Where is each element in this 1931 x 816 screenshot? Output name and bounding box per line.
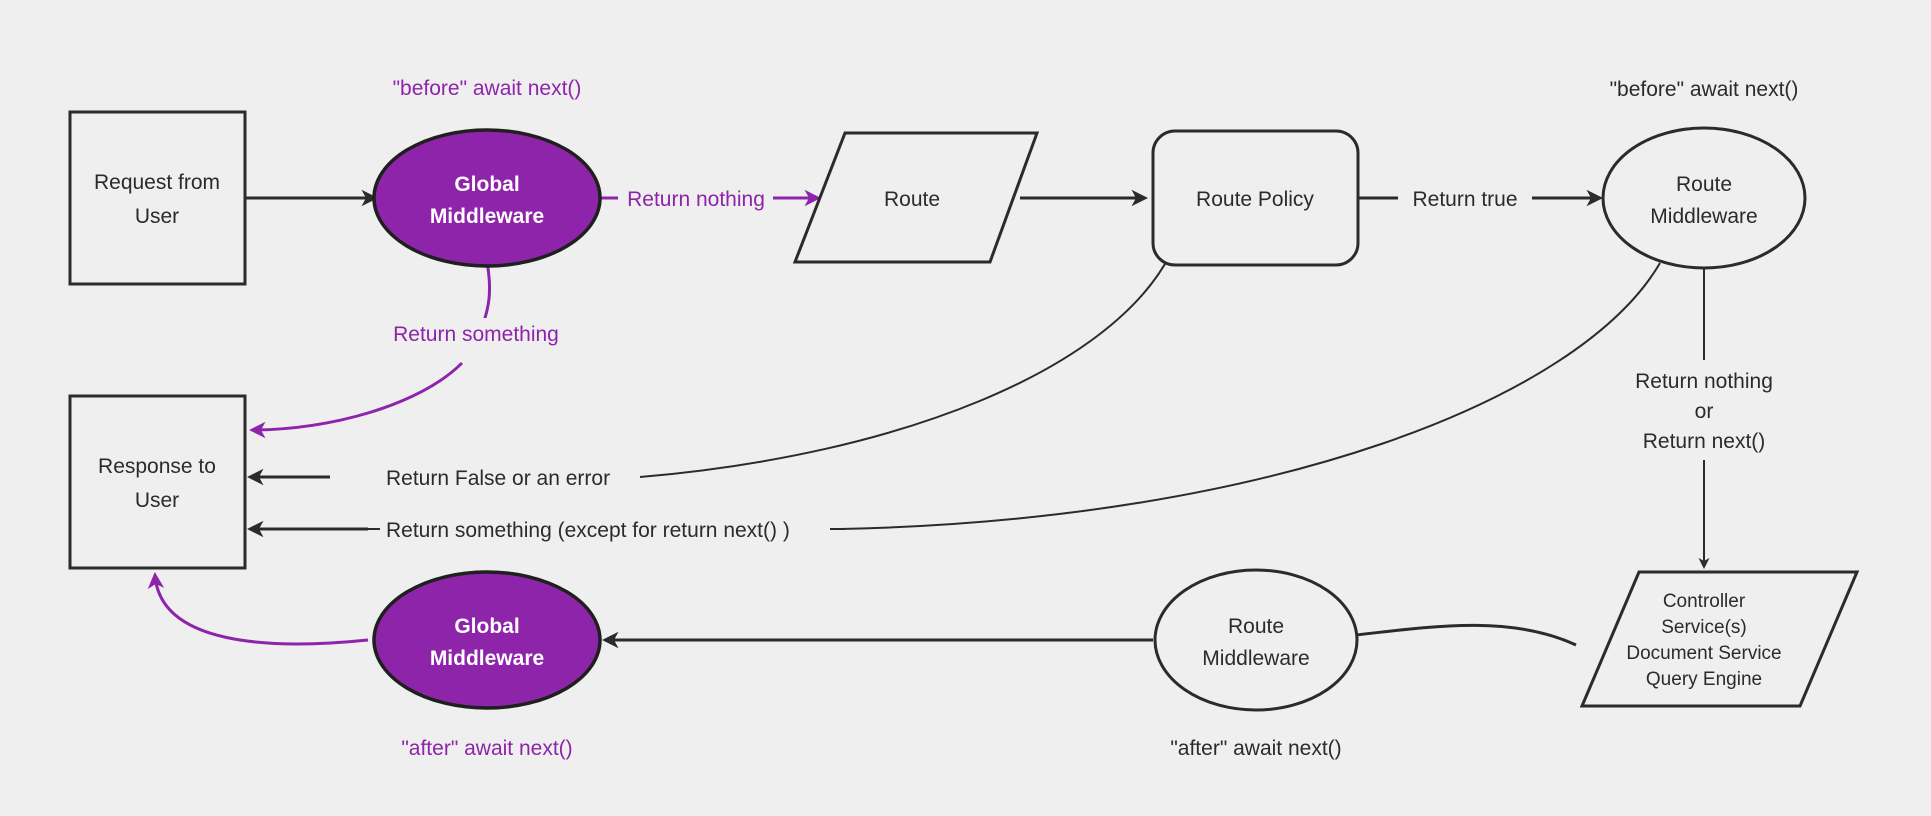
edge-label-return-nothing: Return nothing: [627, 188, 765, 211]
response-to-user-line2: User: [135, 489, 179, 512]
request-from-user-line1: Request from: [94, 171, 220, 194]
annotation-before-route: "before" await next(): [1610, 78, 1799, 101]
edge-label-return-something: Return something: [393, 323, 559, 346]
node-response-to-user[interactable]: Response to User: [68, 394, 247, 570]
route-middleware-after-line2: Middleware: [1202, 647, 1309, 670]
global-middleware-after-line1: Global: [454, 615, 519, 638]
edge-label-return-false-or-error: Return False or an error: [386, 467, 610, 490]
response-to-user-line1: Response to: [98, 455, 216, 478]
edge-label-return-nothing-line3: Return next(): [1643, 430, 1766, 453]
node-request-from-user[interactable]: Request from User: [68, 110, 247, 286]
controller-line1: Controller: [1663, 591, 1746, 612]
edge-label-return-nothing-line1: Return nothing: [1635, 370, 1773, 393]
edge-route-middleware-to-response-curve: [839, 262, 1661, 530]
edge-label-return-true: Return true: [1412, 188, 1517, 211]
node-route-middleware-after[interactable]: Route Middleware: [1153, 568, 1359, 712]
route-middleware-before-line1: Route: [1676, 173, 1732, 196]
node-global-middleware-after[interactable]: Global Middleware: [372, 570, 602, 710]
edge-label-return-nothing-line2: or: [1695, 400, 1714, 423]
node-route[interactable]: Route: [792, 131, 1040, 264]
annotation-before-global: "before" await next(): [393, 77, 582, 100]
node-route-policy[interactable]: Route Policy: [1151, 129, 1360, 267]
node-global-middleware-before[interactable]: Global Middleware: [372, 128, 602, 268]
route-policy-label: Route Policy: [1196, 188, 1314, 211]
global-middleware-before-line1: Global: [454, 173, 519, 196]
node-route-middleware-before[interactable]: Route Middleware: [1601, 126, 1807, 270]
route-middleware-after-line1: Route: [1228, 615, 1284, 638]
controller-line4: Query Engine: [1646, 669, 1762, 690]
controller-line3: Document Service: [1626, 643, 1781, 664]
annotation-after-global: "after" await next(): [401, 737, 572, 760]
edge-return-something-to-response: [249, 361, 464, 439]
route-label: Route: [884, 188, 940, 211]
controller-line2: Service(s): [1661, 617, 1747, 638]
node-controller[interactable]: Controller Service(s) Document Service Q…: [1579, 570, 1860, 708]
edge-global-middleware-after-to-response: [147, 572, 369, 646]
route-middleware-before-line2: Middleware: [1650, 205, 1757, 228]
edge-label-return-something-except: Return something (except for return next…: [386, 519, 790, 542]
global-middleware-before-line2: Middleware: [430, 205, 544, 228]
global-middleware-after-line2: Middleware: [430, 647, 544, 670]
request-from-user-line2: User: [135, 205, 179, 228]
edge-route-policy-to-response-curve: [639, 254, 1171, 478]
annotation-after-route: "after" await next(): [1170, 737, 1341, 760]
